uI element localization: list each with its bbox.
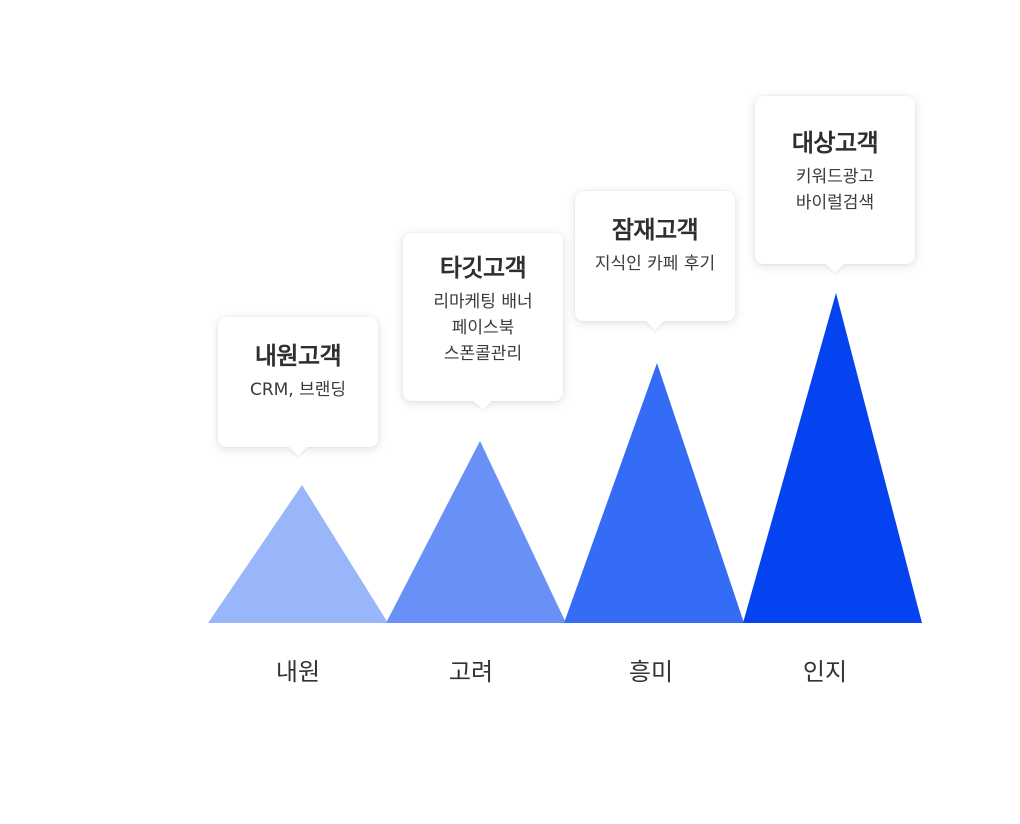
stage-card-desc-line: 스폰콜관리 (443, 344, 523, 364)
stage-card-title: 타깃고객 (439, 254, 527, 282)
stage-card-desc-line: CRM, 브랜딩 (249, 380, 347, 400)
stage-card-desc-line: 지식인 카페 후기 (594, 254, 716, 274)
stage-card-desc-line: 키워드광고 (795, 167, 875, 187)
stage-card-title: 내원고객 (254, 342, 342, 370)
stage-card-desc: 리마케팅 배너 페이스북 스폰콜관리 (403, 289, 563, 367)
stage-card-desc: 키워드광고 바이럴검색 (755, 164, 915, 216)
stage-card-desc: CRM, 브랜딩 (218, 377, 378, 403)
stage-card-desc: 지식인 카페 후기 (575, 251, 735, 277)
stage-card-title: 잠재고객 (611, 216, 699, 244)
stage-card-desc-line: 리마케팅 배너 (433, 292, 533, 312)
stage-card-naewon: 내원고객 CRM, 브랜딩 (218, 317, 378, 447)
stage-label-naewon: 내원 (275, 658, 321, 686)
stage-triangle-inji (743, 293, 922, 623)
stage-triangle-naewon (208, 485, 388, 623)
stage-card-inji: 대상고객 키워드광고 바이럴검색 (755, 96, 915, 264)
stage-card-desc-line: 페이스북 (451, 318, 515, 338)
stage-label-heungmi: 흥미 (628, 658, 674, 686)
stage-card-title: 대상고객 (791, 129, 879, 157)
stage-card-goryeo: 타깃고객 리마케팅 배너 페이스북 스폰콜관리 (403, 233, 563, 401)
stage-triangle-heungmi (564, 363, 744, 623)
stage-label-goryeo: 고려 (448, 658, 494, 686)
stage-card-desc-line: 바이럴검색 (795, 193, 875, 213)
stage-triangle-goryeo (386, 441, 566, 623)
stage-label-inji: 인지 (802, 658, 848, 686)
stage-card-heungmi: 잠재고객 지식인 카페 후기 (575, 191, 735, 321)
